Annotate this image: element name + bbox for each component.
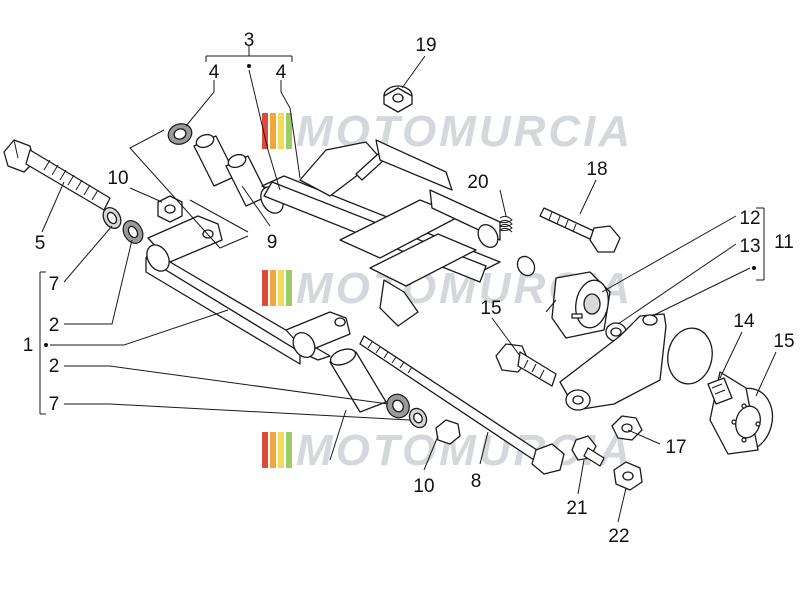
callout-labels: 3 4 4 19 10 5 9 7 1 2 2 7 10 8 20 18 12 …	[23, 30, 795, 547]
callout-20: 20	[467, 172, 488, 193]
callout-3: 3	[244, 30, 255, 51]
nut-part-19	[383, 85, 413, 113]
callout-14: 14	[733, 311, 755, 332]
callout-10-lower: 10	[413, 476, 434, 497]
watermark-stripe	[286, 113, 292, 149]
callout-2-lower: 2	[49, 356, 60, 377]
bushing-part-2-upper	[122, 220, 144, 244]
spacer-part-9	[193, 133, 269, 207]
callout-10-upper: 10	[107, 168, 128, 189]
spacer-lower	[329, 348, 387, 413]
watermark-stripe	[286, 432, 292, 468]
bolt-part-16	[495, 343, 557, 387]
callout-7-lower: 7	[49, 394, 60, 415]
bushing-part-4	[167, 123, 193, 145]
callout-15-bolt: 15	[480, 298, 501, 319]
callout-12: 12	[739, 208, 760, 229]
watermark-stripe	[270, 113, 276, 149]
callout-18: 18	[586, 159, 607, 180]
watermark-top: MOTOMURCIA	[262, 107, 630, 156]
watermark-stripe	[278, 432, 284, 468]
clip-part-14	[707, 377, 733, 405]
nut-part-22	[613, 461, 643, 491]
callout-9: 9	[267, 232, 278, 253]
nut-part-17	[611, 415, 643, 441]
bushing-part-7-lower	[408, 407, 428, 429]
watermark-stripe	[286, 270, 292, 306]
bracket-part-11	[559, 313, 713, 411]
cap-part-15	[709, 371, 774, 455]
spring-part-20	[498, 215, 513, 233]
engine-link-part-3	[260, 139, 536, 327]
callout-2-upper: 2	[49, 315, 60, 336]
callout-1: 1	[23, 335, 34, 356]
callout-15: 15	[773, 331, 794, 352]
callout-22: 22	[608, 526, 629, 547]
callout-21: 21	[566, 498, 587, 519]
callout-17: 17	[665, 437, 686, 458]
watermark-stripe	[270, 270, 276, 306]
callout-5: 5	[35, 233, 46, 254]
callout-8: 8	[471, 471, 482, 492]
callout-4-right: 4	[276, 62, 287, 83]
bolt-part-21	[571, 435, 605, 467]
bushing-part-7-upper	[102, 207, 122, 229]
callout-4-left: 4	[209, 62, 220, 83]
nut-part-10-upper	[157, 195, 183, 223]
bolt-part-18	[539, 207, 621, 253]
callout-13: 13	[739, 236, 760, 257]
watermark-stripe	[262, 270, 268, 306]
watermark-stripe	[270, 432, 276, 468]
bolt-part-5	[3, 139, 111, 211]
swing-arm-part-1	[145, 215, 351, 365]
bolt-part-8	[359, 335, 565, 475]
nut-part-10-lower	[435, 419, 461, 445]
watermark-stripe	[278, 113, 284, 149]
silentblock-part-12	[551, 271, 611, 339]
leader-lines	[39, 46, 777, 523]
watermark-stripe	[278, 270, 284, 306]
watermark-stripe	[262, 432, 268, 468]
watermark-stripe	[262, 113, 268, 149]
callout-11: 11	[774, 232, 794, 253]
callout-7-upper: 7	[49, 274, 60, 295]
bushing-part-2-lower	[386, 393, 410, 419]
callout-19: 19	[415, 35, 436, 56]
